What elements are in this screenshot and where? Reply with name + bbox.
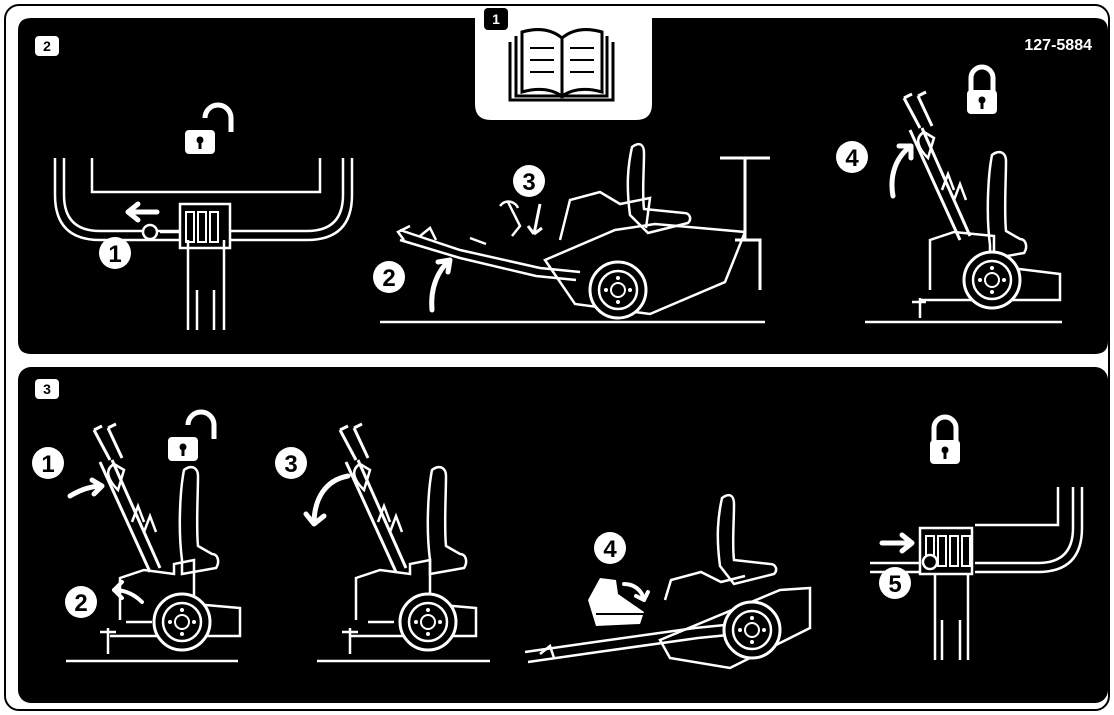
open-book-icon bbox=[508, 28, 615, 102]
callout-3: 3 bbox=[513, 165, 545, 197]
callout-3-label: 3 bbox=[284, 451, 297, 478]
callout-2-label: 2 bbox=[74, 590, 87, 617]
read-manual-badge: 1 bbox=[484, 8, 615, 102]
callout-1: 1 bbox=[99, 237, 131, 269]
mower-deck-raised-lock: 4 bbox=[836, 67, 1062, 324]
panel-raise-cutting-unit: 3 1 2 bbox=[18, 367, 1108, 703]
curved-up-arrow-icon bbox=[889, 143, 914, 199]
step-badge-3: 3 bbox=[35, 379, 59, 399]
callout-3: 3 bbox=[275, 447, 307, 479]
part-number: 127-5884 bbox=[1024, 37, 1092, 54]
panel-top-background bbox=[18, 18, 1108, 354]
callout-2: 2 bbox=[373, 261, 405, 293]
callout-4: 4 bbox=[594, 532, 626, 564]
mower-lowered-scene: 2 3 bbox=[373, 142, 770, 324]
left-arrow-icon bbox=[125, 201, 160, 223]
curved-up-arrow-icon bbox=[429, 257, 453, 313]
callout-4-label: 4 bbox=[845, 145, 859, 172]
callout-1-label: 1 bbox=[41, 451, 54, 478]
callout-5-label: 5 bbox=[888, 571, 901, 598]
step-badge-3-label: 3 bbox=[43, 381, 51, 397]
curved-arrow-icon bbox=[112, 580, 144, 604]
coupling-top-view-unlock: 1 bbox=[53, 105, 354, 330]
callout-2: 2 bbox=[65, 586, 97, 618]
step-badge-2: 2 bbox=[35, 36, 59, 56]
callout-2-label: 2 bbox=[382, 265, 395, 292]
curved-arrow-icon bbox=[622, 582, 650, 602]
foot-pedal-lower-scene: 4 bbox=[524, 493, 812, 670]
step-badge-2-label: 2 bbox=[43, 38, 51, 54]
coupling-top-view-lock: 5 bbox=[870, 417, 1084, 660]
manual-step-label: 1 bbox=[492, 11, 500, 27]
deck-rotate-scene: 3 bbox=[275, 422, 490, 663]
callout-5: 5 bbox=[879, 567, 911, 599]
panel-lower-cutting-unit: 2 127-5884 1 bbox=[18, 18, 1108, 354]
curved-arrow-icon bbox=[303, 473, 351, 527]
callout-1: 1 bbox=[32, 447, 64, 479]
right-arrow-icon bbox=[879, 532, 915, 554]
callout-3-label: 3 bbox=[522, 169, 535, 196]
curved-arrow-icon bbox=[67, 477, 105, 499]
boot-press-icon bbox=[588, 578, 650, 626]
deck-unlock-scene: 1 2 bbox=[32, 412, 242, 663]
callout-1-label: 1 bbox=[108, 241, 121, 268]
callout-4: 4 bbox=[836, 141, 868, 173]
callout-4-label: 4 bbox=[603, 536, 617, 563]
